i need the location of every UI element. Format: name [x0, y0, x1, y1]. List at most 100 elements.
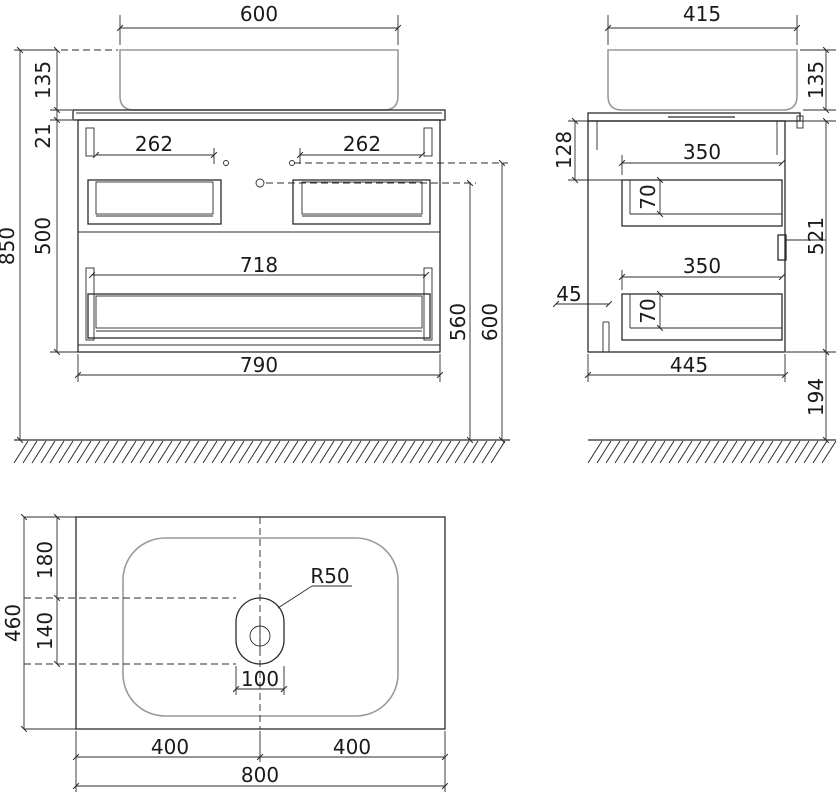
dim-drawer-left-label: 262 [135, 132, 173, 156]
front-view: 600 135 21 500 850 262 262 [0, 2, 510, 464]
floor-hatch-line [776, 440, 792, 464]
floor-hatch-line [184, 440, 200, 464]
floor-hatch-line [490, 440, 506, 464]
dim-top-depth-label: 460 [1, 604, 25, 642]
floor-hatch-line [94, 440, 110, 464]
floor-hatch-line [211, 440, 227, 464]
basin-front [119, 49, 399, 111]
floor-hatch-line [686, 440, 702, 464]
floor-hatch-line [265, 440, 281, 464]
drain-slot [235, 597, 285, 665]
floor-hatch-line [166, 440, 182, 464]
dim-cabinet-height-side: 521 [786, 117, 836, 356]
floor-hatch-line [76, 440, 92, 464]
dim-basin-width: 600 [116, 2, 402, 45]
floor-hatch-line [740, 440, 756, 464]
dim-basin-width-label: 600 [240, 2, 278, 26]
floor-hatch-line [256, 440, 272, 464]
floor-hatch-line [238, 440, 254, 464]
floor-hatch-line [310, 440, 326, 464]
dim-drain-radius-label: R50 [310, 564, 349, 588]
dim-cabinet-depth-label: 445 [670, 353, 708, 377]
floor-hatch-line [409, 440, 425, 464]
floor-side [587, 439, 837, 464]
dim-floor-clearance: 194 [804, 348, 830, 444]
side-view: 415 135 128 350 70 [552, 2, 837, 464]
upper-drawer-side [621, 179, 783, 227]
dim-cabinet-depth: 445 [584, 353, 789, 382]
dim-drain-radius: R50 [277, 564, 352, 609]
cabinet-side [587, 120, 787, 353]
floor-hatch-line [436, 440, 452, 464]
floor-hatch-line [337, 440, 353, 464]
floor-hatch-line [695, 440, 711, 464]
floor-hatch-line [283, 440, 299, 464]
dim-front-left: 135 21 500 850 [0, 46, 118, 444]
dim-drawer-offset: 128 [552, 117, 622, 184]
dim-edge-to-drain-label: 180 [33, 541, 57, 579]
floor-hatch-line [641, 440, 657, 464]
floor-hatch-line [650, 440, 666, 464]
dim-drawer-lower: 718 [88, 253, 430, 279]
floor-hatch-line [821, 440, 837, 464]
floor-hatch-line [301, 440, 317, 464]
floor-hatch-line [85, 440, 101, 464]
outlet-hole [255, 178, 265, 188]
dim-basin-height-side: 135 [800, 46, 836, 114]
dim-basin-depth: 415 [604, 2, 801, 45]
dim-back-gap-label: 45 [556, 282, 581, 306]
drain-hole-right [289, 160, 295, 166]
dim-lower-drawer-height: 70 [636, 290, 664, 332]
floor-hatch-line [463, 440, 479, 464]
dim-total-height-label: 850 [0, 227, 19, 265]
dim-upper-drawer-height-label: 70 [636, 184, 660, 209]
floor-hatch-line [121, 440, 137, 464]
floor-front [13, 439, 510, 464]
floor-hatch-line [130, 440, 146, 464]
dim-drain-width-label: 100 [241, 667, 279, 691]
floor-hatch-line [220, 440, 236, 464]
dim-basin-height-label: 135 [31, 61, 55, 99]
dim-basin-depth-label: 415 [683, 2, 721, 26]
floor-hatch-line [193, 440, 209, 464]
dim-basin-height-side-label: 135 [804, 61, 828, 99]
floor-hatch-line [274, 440, 290, 464]
floor-hatch-line [749, 440, 765, 464]
dim-drawer-left: 262 [92, 132, 218, 164]
floor-hatch-line [668, 440, 684, 464]
floor-hatch-line [40, 440, 56, 464]
floor-hatch-line [346, 440, 362, 464]
dim-right-heights: 560 600 [446, 159, 506, 444]
dim-cabinet-width: 790 [74, 353, 444, 382]
dim-right-half-label: 400 [333, 735, 371, 759]
floor-hatch-line [445, 440, 461, 464]
dim-cabinet-height-label: 500 [31, 217, 55, 255]
floor-hatch-line [794, 440, 810, 464]
floor-hatch-line [785, 440, 801, 464]
dim-cabinet-height-side-label: 521 [804, 217, 828, 255]
floor-hatch-line [481, 440, 497, 464]
dim-drawer-lower-label: 718 [240, 253, 278, 277]
floor-hatch-line [112, 440, 128, 464]
floor-hatch-line [292, 440, 308, 464]
dim-outlet-height-label: 560 [446, 303, 470, 341]
drain-hole-left [223, 160, 229, 166]
floor-hatch-line [472, 440, 488, 464]
dim-lower-drawer-depth-label: 350 [683, 254, 721, 278]
dim-lower-drawer-depth: 350 [618, 254, 786, 290]
floor-hatch-line [812, 440, 828, 464]
dim-drawer-right-label: 262 [343, 132, 381, 156]
floor-hatch-line [400, 440, 416, 464]
floor-hatch-line [731, 440, 747, 464]
dim-top-width-label: 800 [241, 763, 279, 787]
floor-hatch-line [659, 440, 675, 464]
floor-hatch-line [175, 440, 191, 464]
dim-left-half-label: 400 [151, 735, 189, 759]
dim-upper-drawer-depth-label: 350 [683, 140, 721, 164]
floor-hatch-line [623, 440, 639, 464]
dim-upper-drawer-depth: 350 [618, 140, 786, 175]
dim-upper-drawer-height: 70 [636, 176, 664, 218]
floor-hatch-line [758, 440, 774, 464]
dim-top-left: 180 140 460 [1, 513, 76, 733]
dim-floor-clearance-label: 194 [804, 378, 828, 416]
